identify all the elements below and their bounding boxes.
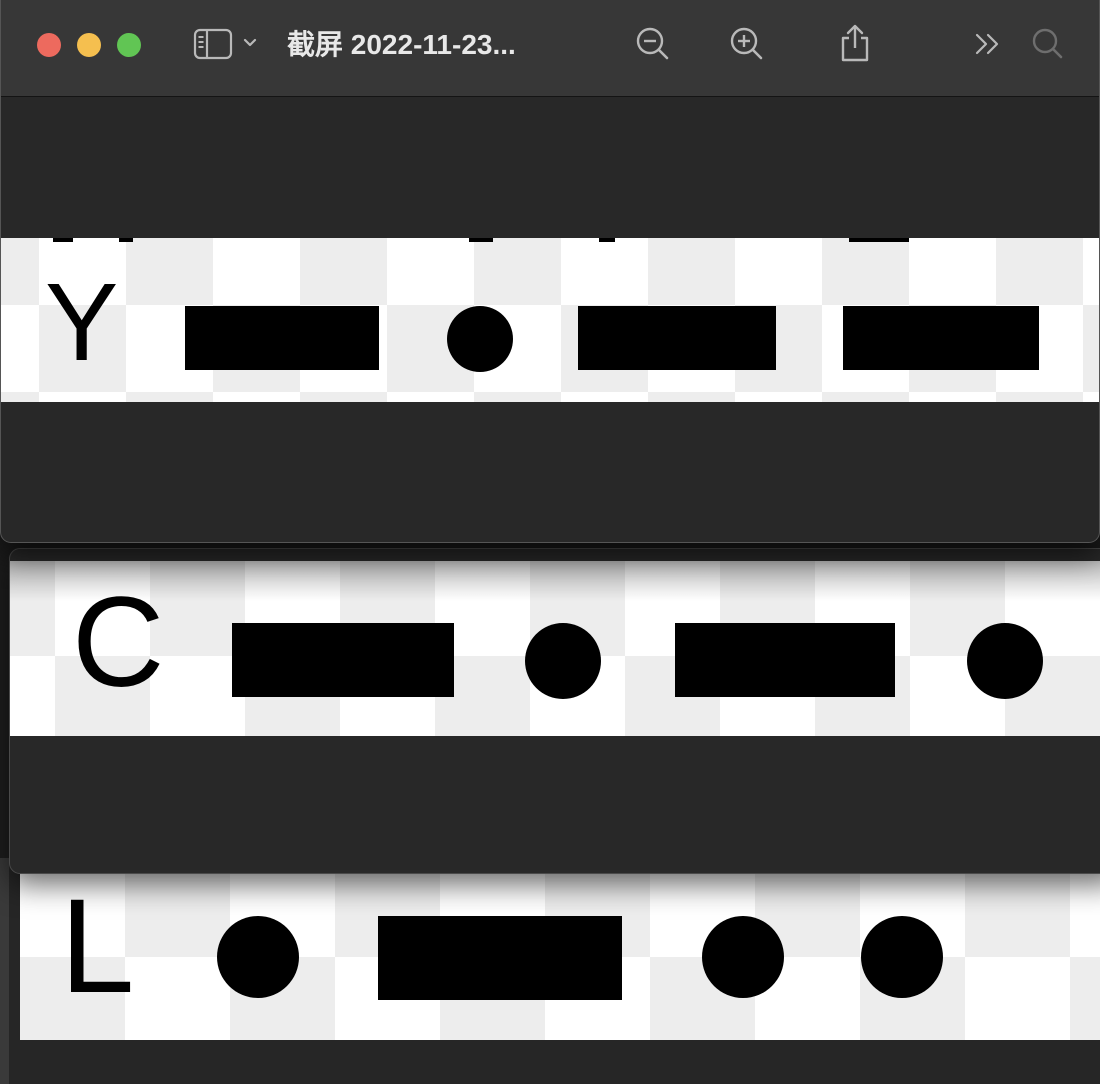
chevron-double-right-icon bbox=[975, 33, 999, 55]
morse-letter: L bbox=[60, 872, 135, 1021]
window-title: 截屏 2022-11-23... bbox=[287, 29, 516, 60]
close-button[interactable] bbox=[37, 33, 61, 57]
preview-window: 截屏 2022-11-23... bbox=[0, 0, 1100, 543]
morse-letter: C bbox=[72, 571, 165, 714]
search-icon bbox=[1032, 28, 1063, 59]
background-window: L bbox=[0, 858, 1100, 1084]
morse-dot bbox=[447, 306, 513, 372]
morse-dot bbox=[967, 623, 1043, 699]
morse-dash bbox=[675, 623, 895, 697]
search-button[interactable] bbox=[1028, 24, 1068, 64]
morse-letter: Y bbox=[45, 261, 119, 384]
morse-strip-l: L bbox=[20, 872, 1100, 1040]
morse-dot bbox=[702, 916, 784, 998]
share-button[interactable] bbox=[835, 24, 875, 64]
window-edge bbox=[0, 858, 9, 1084]
zoom-out-icon bbox=[636, 27, 669, 60]
zoom-button[interactable] bbox=[117, 33, 141, 57]
morse-dot bbox=[217, 916, 299, 998]
titlebar[interactable]: 截屏 2022-11-23... bbox=[1, 0, 1099, 97]
morse-dash bbox=[578, 306, 776, 370]
minimize-button[interactable] bbox=[77, 33, 101, 57]
morse-strip-y: Y bbox=[1, 238, 1099, 402]
sidebar-icon bbox=[193, 28, 257, 60]
morse-dash bbox=[185, 306, 379, 370]
morse-dash bbox=[232, 623, 454, 697]
zoom-in-icon bbox=[730, 27, 763, 60]
morse-dot bbox=[525, 623, 601, 699]
more-toolbar-button[interactable] bbox=[968, 24, 1008, 64]
share-icon bbox=[841, 24, 869, 62]
zoom-in-button[interactable] bbox=[727, 24, 767, 64]
morse-strip-c: C bbox=[10, 561, 1100, 736]
morse-dash bbox=[378, 916, 622, 1000]
middle-window: C bbox=[9, 548, 1100, 874]
zoom-out-button[interactable] bbox=[633, 24, 673, 64]
morse-dash bbox=[843, 306, 1039, 370]
sidebar-toggle-button[interactable] bbox=[193, 28, 263, 60]
morse-dot bbox=[861, 916, 943, 998]
